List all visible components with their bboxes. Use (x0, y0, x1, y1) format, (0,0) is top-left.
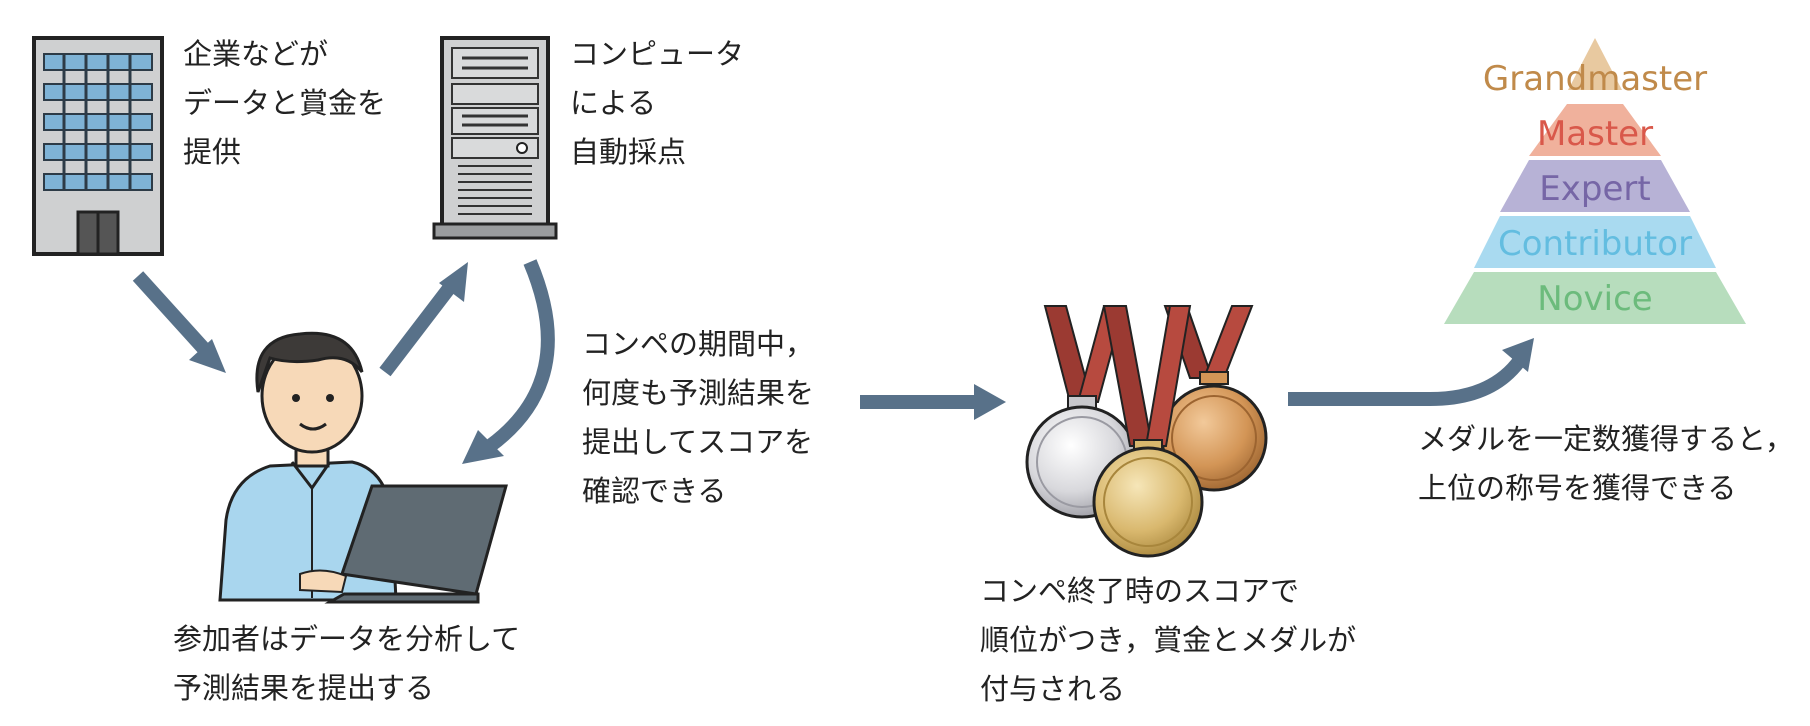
caption-line: コンペ終了時のスコアで (980, 574, 1300, 608)
caption-line: データと賞金を (183, 86, 387, 120)
tier-label-master: Master (1537, 114, 1653, 154)
building-icon (32, 36, 164, 256)
arrow-server-to-participant (462, 259, 555, 464)
arrow-participant-to-server (379, 262, 468, 377)
arrow-company-to-participant (132, 271, 226, 373)
server-caption: コンピュータ による 自動採点 (570, 30, 744, 177)
caption-line: 上位の称号を獲得できる (1418, 471, 1737, 505)
pyramid-tier-novice (1444, 272, 1746, 324)
rank-pyramid: Grandmaster Master Expert Contributor No… (1444, 38, 1746, 324)
caption-line: 予測結果を提出する (173, 671, 435, 705)
arrow-to-medals (860, 384, 1006, 420)
server-icon (432, 36, 558, 240)
tier-label-expert: Expert (1539, 169, 1650, 209)
participant-caption: 参加者はデータを分析して 予測結果を提出する (173, 615, 520, 713)
competition-caption: コンペの期間中， 何度も予測結果を 提出してスコアを 確認できる (582, 320, 814, 516)
caption-line: コンペの期間中， (582, 327, 815, 361)
caption-line: 提出してスコアを (582, 425, 814, 459)
tier-label-contributor: Contributor (1498, 224, 1692, 264)
pyramid-tier-contributor (1474, 216, 1716, 268)
company-caption: 企業などが データと賞金を 提供 (183, 30, 386, 177)
tier-label-grandmaster: Grandmaster (1483, 59, 1707, 99)
pyramid-tier-master (1529, 104, 1661, 156)
caption-line: 企業などが (183, 37, 329, 71)
caption-line: 提供 (183, 135, 242, 169)
caption-line: による (570, 86, 657, 120)
caption-line: 付与される (980, 672, 1126, 706)
medals-caption: コンペ終了時のスコアで 順位がつき，賞金とメダルが 付与される (980, 567, 1356, 714)
caption-line: メダルを一定数獲得すると， (1418, 422, 1794, 456)
titles-caption: メダルを一定数獲得すると， 上位の称号を獲得できる (1418, 415, 1794, 513)
caption-line: コンピュータ (570, 37, 745, 71)
pyramid-tier-expert (1500, 160, 1690, 212)
arrow-to-titles (1288, 338, 1534, 406)
medals-icon (1025, 305, 1268, 558)
person-laptop-icon (218, 331, 508, 604)
tier-label-novice: Novice (1537, 279, 1652, 319)
caption-line: 何度も予測結果を (582, 376, 815, 410)
pyramid-tier-grandmaster (1568, 38, 1622, 90)
caption-line: 順位がつき，賞金とメダルが (980, 623, 1357, 657)
caption-line: 確認できる (582, 474, 727, 508)
caption-line: 参加者はデータを分析して (173, 622, 521, 656)
caption-line: 自動採点 (570, 135, 687, 169)
